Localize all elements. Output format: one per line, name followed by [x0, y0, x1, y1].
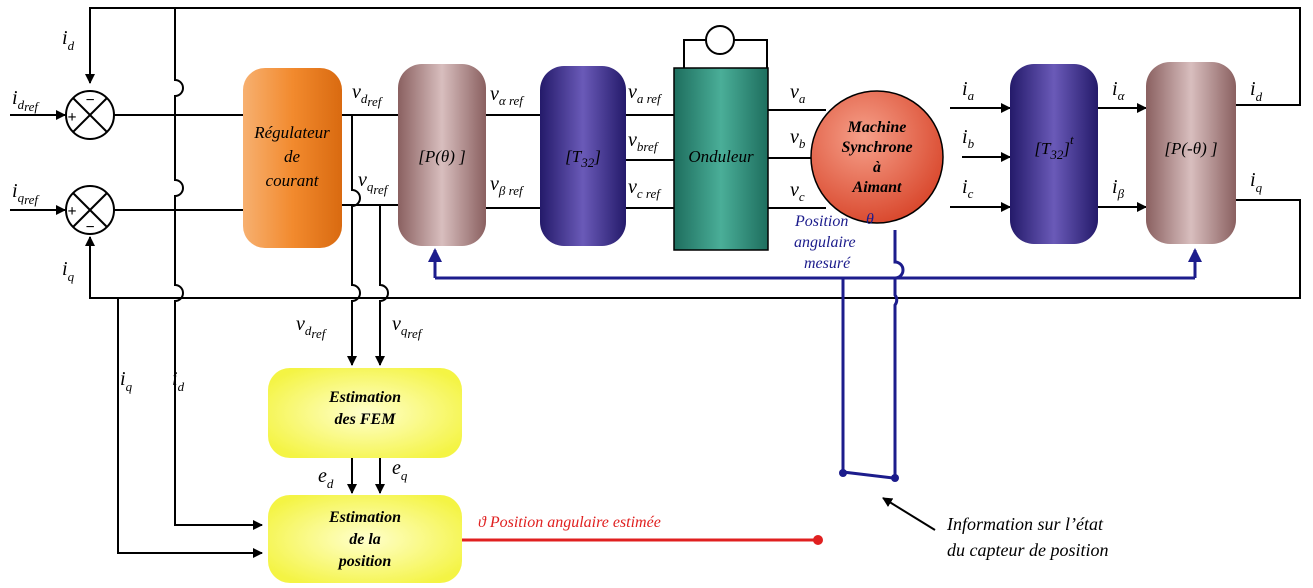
annotation-position-measured-line3: mesuré	[804, 255, 851, 272]
estimated-position-node	[813, 535, 823, 545]
label-eq: eq	[392, 457, 408, 483]
annotation-estimated-position: ϑ Position angulaire estimée	[478, 514, 661, 531]
label-valpharef: vα ref	[490, 83, 525, 108]
label-id-out: id	[1250, 78, 1263, 104]
inverse-concordia-block: [T32]t	[1010, 64, 1098, 244]
label-ialpha: iα	[1112, 78, 1126, 103]
label-va: va	[790, 81, 806, 106]
switch-node-right	[891, 474, 899, 482]
measured-position-wire	[893, 230, 905, 478]
iq-branch-wire	[117, 298, 263, 558]
svg-text:Aimant: Aimant	[852, 179, 902, 196]
label-ic: ic	[962, 176, 974, 201]
label-iqref: iqref	[12, 180, 40, 207]
theta-symbol: θ	[866, 211, 874, 228]
vqref-branch-wire	[375, 205, 389, 366]
dc-source-icon	[705, 25, 735, 55]
label-ib: ib	[962, 126, 975, 151]
label-iq-out: iq	[1250, 169, 1263, 195]
svg-text:[P(-θ) ]: [P(-θ) ]	[1164, 139, 1217, 158]
inverter-block: Onduleur	[673, 67, 769, 251]
label-id-low: id	[172, 368, 185, 394]
label-varef: va ref	[628, 81, 663, 106]
sum-iq-minus: −	[85, 219, 94, 236]
label-vcref: vc ref	[628, 176, 662, 201]
label-vqref-low: vqref	[392, 313, 424, 341]
label-id-top: id	[62, 27, 75, 53]
svg-text:[T32]: [T32]	[565, 147, 601, 170]
svg-text:à: à	[873, 159, 881, 176]
label-ed: ed	[318, 465, 334, 491]
position-estimation-block: Estimation de la position	[268, 495, 462, 583]
svg-text:Onduleur: Onduleur	[688, 147, 754, 166]
label-vdref: vdref	[352, 81, 384, 109]
id-feedback-wire	[85, 7, 1301, 106]
machine-block: Machine Synchrone à Aimant	[810, 90, 944, 224]
sum-id-minus: −	[85, 92, 94, 109]
label-ibeta: iβ	[1112, 176, 1125, 201]
label-vc: vc	[790, 179, 805, 204]
svg-text:de la: de la	[349, 531, 381, 548]
annotation-sensor-state-line1: Information sur l’état	[946, 514, 1104, 534]
annotation-position-measured-line1: Position	[794, 213, 848, 230]
annotation-position-measured-line2: angulaire	[794, 234, 856, 251]
sum-iq-plus: +	[67, 203, 76, 220]
sum-iq: + −	[65, 185, 115, 236]
svg-text:[T32]t: [T32]t	[1034, 132, 1074, 162]
label-iq-left: iq	[62, 258, 75, 284]
inverse-park-block: [P(-θ) ]	[1146, 62, 1236, 244]
switch-node-left	[839, 469, 847, 477]
svg-text:Estimation: Estimation	[328, 509, 401, 526]
vdref-branch-wire	[347, 115, 361, 366]
label-vdref-low: vdref	[296, 313, 328, 341]
annotation-sensor-state-line2: du capteur de position	[947, 540, 1108, 560]
current-regulator-block: Régulateur de courant	[243, 68, 342, 248]
id-branch-wire	[174, 8, 263, 530]
label-ia: ia	[962, 78, 975, 103]
svg-text:[P(θ) ]: [P(θ) ]	[418, 147, 466, 166]
svg-text:des FEM: des FEM	[335, 411, 397, 428]
svg-text:de: de	[284, 147, 301, 166]
fem-estimation-block: Estimation des FEM	[268, 368, 462, 458]
iq-feedback-wire	[85, 199, 1301, 299]
svg-text:position: position	[337, 553, 392, 570]
label-vbetaref: vβ ref	[490, 173, 525, 198]
sensor-pointer-arrow	[882, 497, 936, 531]
label-vqref: vqref	[358, 169, 390, 197]
label-idref: idref	[12, 87, 40, 114]
svg-text:Machine: Machine	[847, 119, 907, 136]
sum-id: − +	[65, 90, 115, 140]
label-iq-low: iq	[120, 368, 133, 394]
svg-text:Synchrone: Synchrone	[841, 139, 912, 156]
park-transform-block: [P(θ) ]	[398, 64, 486, 246]
svg-text:Régulateur: Régulateur	[253, 123, 330, 142]
svg-text:Estimation: Estimation	[328, 389, 401, 406]
label-vbref: vbref	[628, 129, 660, 154]
label-vb: vb	[790, 126, 806, 151]
sum-id-plus: +	[67, 109, 76, 126]
sensor-switch	[841, 278, 894, 480]
concordia-transform-block: [T32]	[540, 66, 626, 246]
svg-text:courant: courant	[266, 171, 320, 190]
